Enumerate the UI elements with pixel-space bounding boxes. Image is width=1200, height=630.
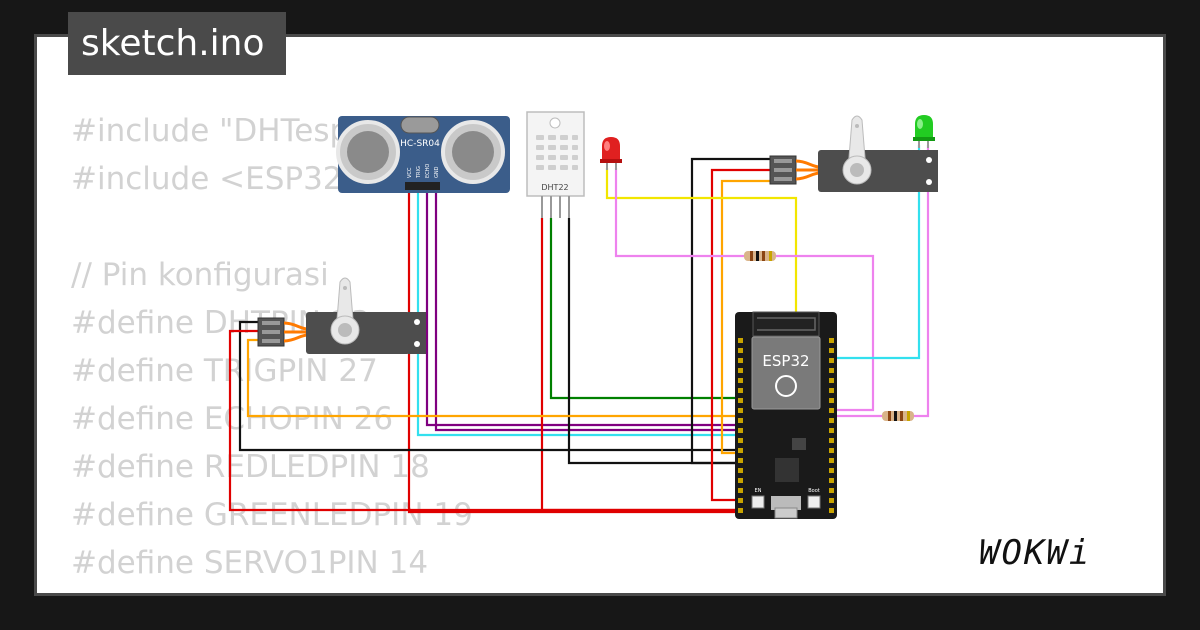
wire-redled-res[interactable] — [776, 254, 875, 412]
wire-dht-vcc[interactable] — [540, 218, 740, 512]
green-led[interactable] — [913, 115, 935, 148]
wire-dht-gnd[interactable] — [567, 218, 740, 465]
usb-port — [774, 507, 798, 519]
wire-greenled-cathode[interactable] — [913, 145, 930, 418]
code-line: #define SERVO1PIN 14 — [71, 545, 429, 581]
esp32-right-header — [829, 338, 834, 513]
pin-echo: ECHO — [425, 164, 431, 178]
wokwi-logo: WOKWi — [979, 533, 1091, 573]
esp32-left-header — [738, 338, 743, 513]
boot-button[interactable] — [807, 495, 821, 509]
ultrasonic-sensor[interactable]: HC-SR04 VCC TRIG ECHO GND — [336, 116, 510, 193]
pin-vcc: VCC — [407, 167, 413, 178]
resistor-1[interactable] — [744, 251, 776, 261]
boot-label: Boot — [808, 488, 820, 494]
en-button[interactable] — [751, 495, 765, 509]
resistor-2[interactable] — [882, 411, 914, 421]
wire-servo2-gnd[interactable] — [690, 157, 772, 465]
wokwi-logo-text: WOKWi — [979, 533, 1091, 573]
dht22-label: DHT22 — [541, 183, 568, 192]
wire-servo2-vcc[interactable] — [710, 168, 772, 502]
sketch-title: sketch.ino — [68, 12, 286, 75]
wire-ultrasonic-gnd[interactable] — [434, 190, 740, 432]
wire-servo1-vcc[interactable] — [228, 329, 740, 512]
esp32-board[interactable]: ESP32 Boot EN — [735, 311, 837, 519]
wire-ultrasonic-vcc[interactable] — [407, 190, 740, 514]
wire-dht-data[interactable] — [549, 218, 740, 400]
wire-ultrasonic-trig[interactable] — [416, 190, 740, 437]
servo-motor-1[interactable] — [257, 277, 426, 354]
code-line: // Pin konfigurasi — [71, 257, 329, 293]
red-led[interactable] — [600, 137, 622, 170]
wire-servo1-signal[interactable] — [246, 338, 740, 418]
ultrasonic-label: HC-SR04 — [400, 139, 440, 149]
esp32-label: ESP32 — [762, 352, 809, 370]
code-preview: #include "DHTesp.h"#include <ESP32Servo.… — [71, 107, 486, 593]
code-line: #define ECHOPIN 26 — [71, 401, 394, 437]
dht22-sensor[interactable]: DHT22 — [526, 111, 585, 218]
en-label: EN — [755, 488, 762, 494]
wire-servo1-gnd[interactable] — [238, 320, 740, 452]
code-line: #define REDLEDPIN 18 — [71, 449, 430, 485]
espressif-logo-icon — [775, 375, 797, 397]
wire-ultrasonic-echo[interactable] — [425, 190, 740, 427]
code-line: #define GREENLEDPIN 19 — [71, 497, 473, 533]
code-line: #define TRIGPIN 27 — [71, 353, 378, 389]
wire-redled-cathode[interactable] — [614, 168, 745, 258]
pin-gnd: GND — [434, 166, 440, 178]
wire-servo2-signal[interactable] — [720, 179, 772, 455]
pin-trig: TRIG — [416, 166, 422, 179]
ultrasonic-pin-labels: VCC TRIG ECHO GND — [407, 164, 440, 179]
canvas-card: #include "DHTesp.h"#include <ESP32Servo.… — [34, 34, 1166, 596]
wires — [228, 145, 930, 514]
servo-motor-2[interactable] — [769, 115, 938, 192]
